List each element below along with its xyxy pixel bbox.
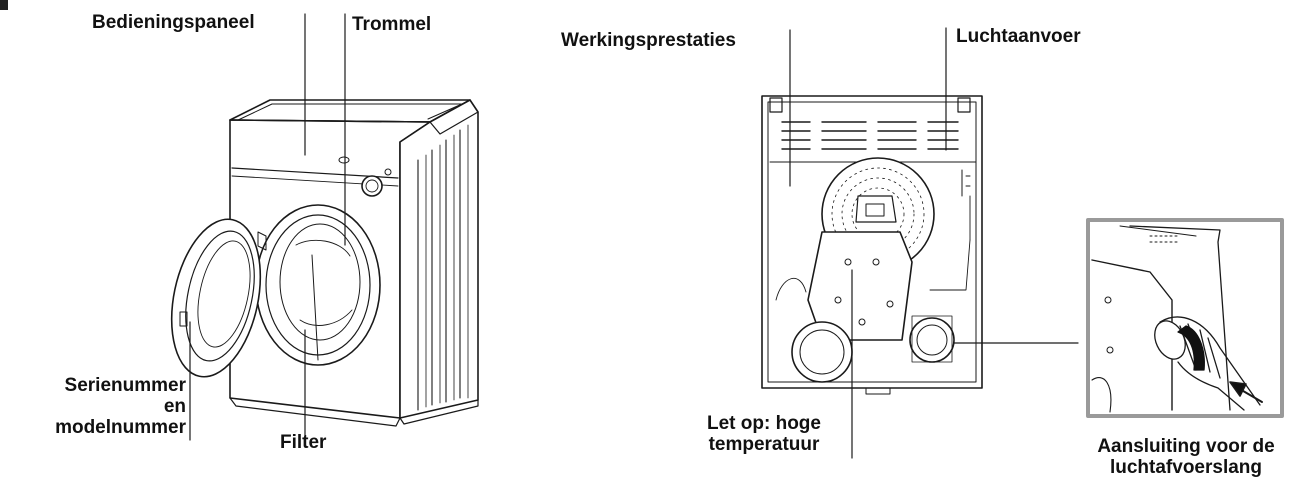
dryer-side bbox=[399, 99, 479, 419]
corner-mark bbox=[0, 0, 8, 10]
hose-clamp-band bbox=[1177, 325, 1205, 371]
rear-dryer-illustration bbox=[761, 95, 983, 395]
exhaust-hose bbox=[1154, 316, 1261, 411]
label-control-panel: Bedieningspaneel bbox=[92, 12, 255, 33]
front-leader-lines bbox=[189, 13, 346, 441]
label-caution-line1: Let op: hoge bbox=[707, 413, 821, 434]
label-serial-model: Serienummer en modelnummer bbox=[0, 375, 186, 438]
label-performance: Werkingsprestaties bbox=[561, 30, 736, 51]
label-drum: Trommel bbox=[352, 14, 432, 35]
rear-leader-lines bbox=[789, 27, 1079, 459]
label-serial-line1: Serienummer bbox=[64, 375, 186, 396]
label-exhaust-line1: Aansluiting voor de bbox=[1097, 436, 1275, 457]
label-caution-line2: temperatuur bbox=[708, 434, 820, 455]
label-air-inlet: Luchtaanvoer bbox=[956, 26, 1081, 47]
label-exhaust-line2: luchtafvoerslang bbox=[1109, 457, 1263, 478]
drum-opening bbox=[255, 204, 381, 366]
label-serial-line3: modelnummer bbox=[55, 417, 186, 438]
rear-lower-left-duct bbox=[791, 321, 853, 383]
heater-cover bbox=[807, 231, 913, 341]
exhaust-hose-inset bbox=[1086, 218, 1284, 418]
label-filter: Filter bbox=[280, 432, 327, 453]
air-inlet-vents bbox=[781, 121, 959, 150]
front-dryer-illustration bbox=[170, 99, 479, 427]
dryer-top bbox=[229, 99, 471, 123]
label-caution-hot: Let op: hoge temperatuur bbox=[680, 413, 848, 455]
control-knob bbox=[361, 175, 383, 197]
label-serial-line2: en bbox=[163, 396, 186, 417]
label-exhaust-hose: Aansluiting voor de luchtafvoerslang bbox=[1066, 436, 1306, 478]
